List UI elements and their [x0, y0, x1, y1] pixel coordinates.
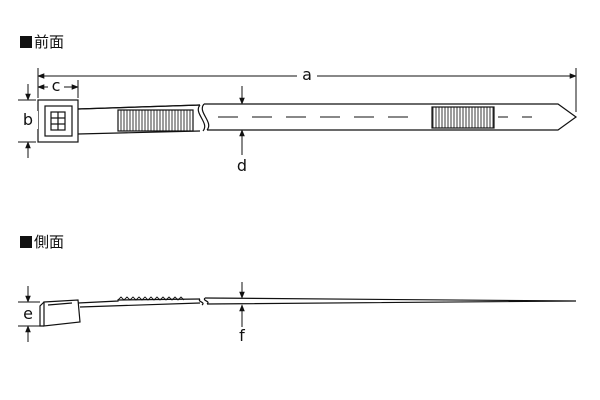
front-view-title: 前面	[20, 33, 64, 51]
label-b: b	[18, 111, 38, 129]
title-square-icon	[20, 236, 32, 248]
label-e: e	[18, 305, 38, 323]
tie-head-side	[43, 299, 81, 327]
strap-side-left	[77, 298, 201, 304]
front-view-drawing	[37, 99, 578, 143]
serration-right	[431, 106, 495, 129]
dimension-b	[18, 84, 36, 158]
label-f: f	[232, 327, 252, 345]
side-view-title: 側面	[20, 233, 64, 251]
strap-side-right	[204, 297, 577, 305]
strap-front-right	[204, 103, 578, 131]
label-a: a	[297, 66, 317, 84]
title-square-icon	[20, 36, 32, 48]
strap-break	[197, 104, 206, 132]
side-view-drawing	[39, 297, 577, 327]
serration-left	[117, 109, 194, 132]
label-c: c	[48, 77, 64, 95]
side-teeth	[117, 296, 185, 301]
label-d: d	[232, 157, 252, 175]
side-view-title-text: 側面	[34, 233, 65, 251]
head-inner-frame	[44, 105, 73, 137]
front-view-title-text: 前面	[34, 33, 65, 51]
dimension-e	[18, 286, 40, 342]
